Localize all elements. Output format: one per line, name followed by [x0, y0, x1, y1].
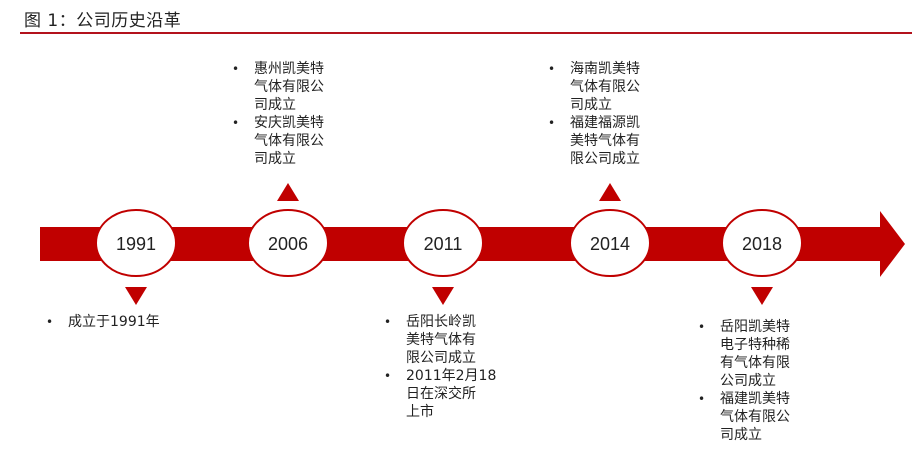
pointer-up-2014 — [599, 183, 621, 201]
note-item: 惠州凯美特 气体有限公 司成立 — [232, 60, 362, 114]
notes-2018: 岳阳凯美特 电子特种稀 有气体有限 公司成立 福建凯美特 气体有限公 司成立 — [698, 318, 828, 444]
pointer-down-2011 — [432, 287, 454, 305]
pointer-up-2006 — [277, 183, 299, 201]
milestone-circle-2011 — [402, 209, 484, 277]
year-label-2014: 2014 — [590, 234, 630, 254]
milestone-circle-2018 — [721, 209, 803, 277]
note-item: 海南凯美特 气体有限公 司成立 — [548, 60, 678, 114]
milestone-circle-1991 — [95, 209, 177, 277]
notes-2014: 海南凯美特 气体有限公 司成立 福建福源凯 美特气体有 限公司成立 — [548, 60, 678, 168]
note-item: 安庆凯美特 气体有限公 司成立 — [232, 114, 362, 168]
year-label-1991: 1991 — [116, 234, 156, 254]
note-item: 岳阳凯美特 电子特种稀 有气体有限 公司成立 — [698, 318, 828, 390]
notes-2006: 惠州凯美特 气体有限公 司成立 安庆凯美特 气体有限公 司成立 — [232, 60, 362, 168]
note-item: 2011年2月18 日在深交所 上市 — [384, 367, 524, 421]
pointer-down-1991 — [125, 287, 147, 305]
notes-2011: 岳阳长岭凯 美特气体有 限公司成立 2011年2月18 日在深交所 上市 — [384, 313, 524, 421]
pointer-down-2018 — [751, 287, 773, 305]
figure-title: 图 1：公司历史沿革 — [24, 11, 182, 31]
notes-1991: 成立于1991年 — [46, 313, 206, 331]
note-item: 岳阳长岭凯 美特气体有 限公司成立 — [384, 313, 524, 367]
note-item: 福建福源凯 美特气体有 限公司成立 — [548, 114, 678, 168]
note-item: 成立于1991年 — [46, 313, 206, 331]
note-item: 福建凯美特 气体有限公 司成立 — [698, 390, 828, 444]
year-label-2018: 2018 — [742, 234, 782, 254]
milestone-circle-2014 — [569, 209, 651, 277]
year-label-2011: 2011 — [424, 234, 463, 254]
title-divider — [20, 32, 912, 34]
milestone-circle-2006 — [247, 209, 329, 277]
year-label-2006: 2006 — [268, 234, 308, 254]
